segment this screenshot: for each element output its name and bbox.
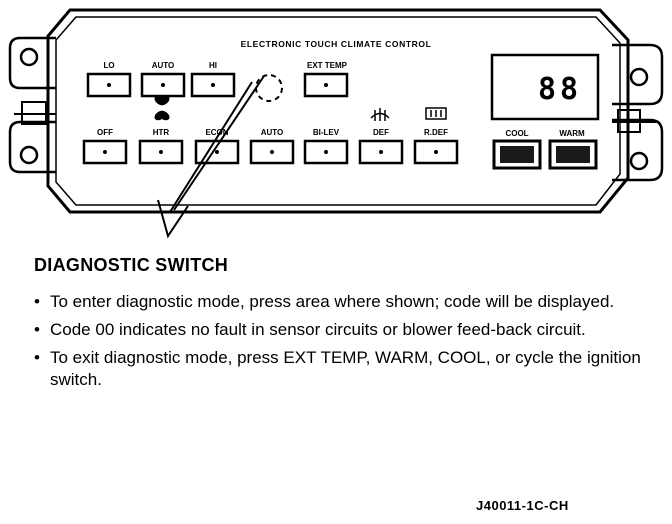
instruction-text: To enter diagnostic mode, press area whe… — [50, 292, 615, 311]
left-mounting-tab — [8, 36, 56, 174]
mode-button-rdef[interactable] — [413, 139, 459, 165]
ext-temp-label: EXT TEMP — [307, 61, 348, 70]
climate-control-panel-diagram: ELECTRONIC TOUCH CLIMATE CONTROL LO AUTO… — [8, 8, 664, 239]
instruction-item: • To enter diagnostic mode, press area w… — [34, 291, 664, 313]
fan-button-hi[interactable] — [190, 72, 236, 98]
mode-label-def: DEF — [373, 128, 389, 137]
bullet: • — [34, 348, 40, 367]
rear-defrost-icon — [425, 107, 447, 120]
bullet: • — [34, 320, 40, 339]
mode-label-off: OFF — [97, 128, 113, 137]
section-heading: DIAGNOSTIC SWITCH — [34, 255, 229, 275]
instruction-text: Code 00 indicates no fault in sensor cir… — [50, 320, 586, 339]
mode-button-htr[interactable] — [138, 139, 184, 165]
fan-button-auto[interactable] — [140, 72, 186, 98]
warm-button[interactable] — [548, 139, 598, 170]
fan-icon — [154, 95, 170, 121]
bullet: • — [34, 292, 40, 311]
instruction-list: • To enter diagnostic mode, press area w… — [34, 291, 664, 397]
mode-label-htr: HTR — [153, 128, 170, 137]
instruction-item: • To exit diagnostic mode, press EXT TEM… — [34, 347, 664, 391]
cool-button[interactable] — [492, 139, 542, 170]
mode-label-bilev: BI-LEV — [313, 128, 340, 137]
ext-temp-button[interactable] — [303, 72, 349, 98]
instruction-text: To exit diagnostic mode, press EXT TEMP,… — [50, 348, 641, 389]
warm-label: WARM — [559, 129, 585, 138]
fan-button-label-auto: AUTO — [152, 61, 175, 70]
mode-label-auto: AUTO — [261, 128, 284, 137]
figure-id: J40011-1C-CH — [476, 498, 569, 513]
diagnostic-press-area[interactable] — [255, 74, 283, 102]
mode-button-auto[interactable] — [249, 139, 295, 165]
fan-button-label-hi: HI — [209, 61, 217, 70]
display-readout: 88 — [538, 72, 582, 107]
cool-label: COOL — [505, 129, 528, 138]
panel-title: ELECTRONIC TOUCH CLIMATE CONTROL — [241, 39, 432, 49]
defrost-icon — [370, 108, 390, 121]
instruction-item: • Code 00 indicates no fault in sensor c… — [34, 319, 664, 341]
mode-button-bilev[interactable] — [303, 139, 349, 165]
fan-button-lo[interactable] — [86, 72, 132, 98]
mode-label-rdef: R.DEF — [424, 128, 448, 137]
mode-button-def[interactable] — [358, 139, 404, 165]
panel-bezel — [46, 8, 630, 214]
fan-button-label-lo: LO — [103, 61, 114, 70]
mode-label-econ: ECON — [205, 128, 228, 137]
digital-display: 88 — [490, 53, 600, 121]
mode-button-econ[interactable] — [194, 139, 240, 165]
pointer-arrow — [157, 75, 265, 239]
mode-button-off[interactable] — [82, 139, 128, 165]
